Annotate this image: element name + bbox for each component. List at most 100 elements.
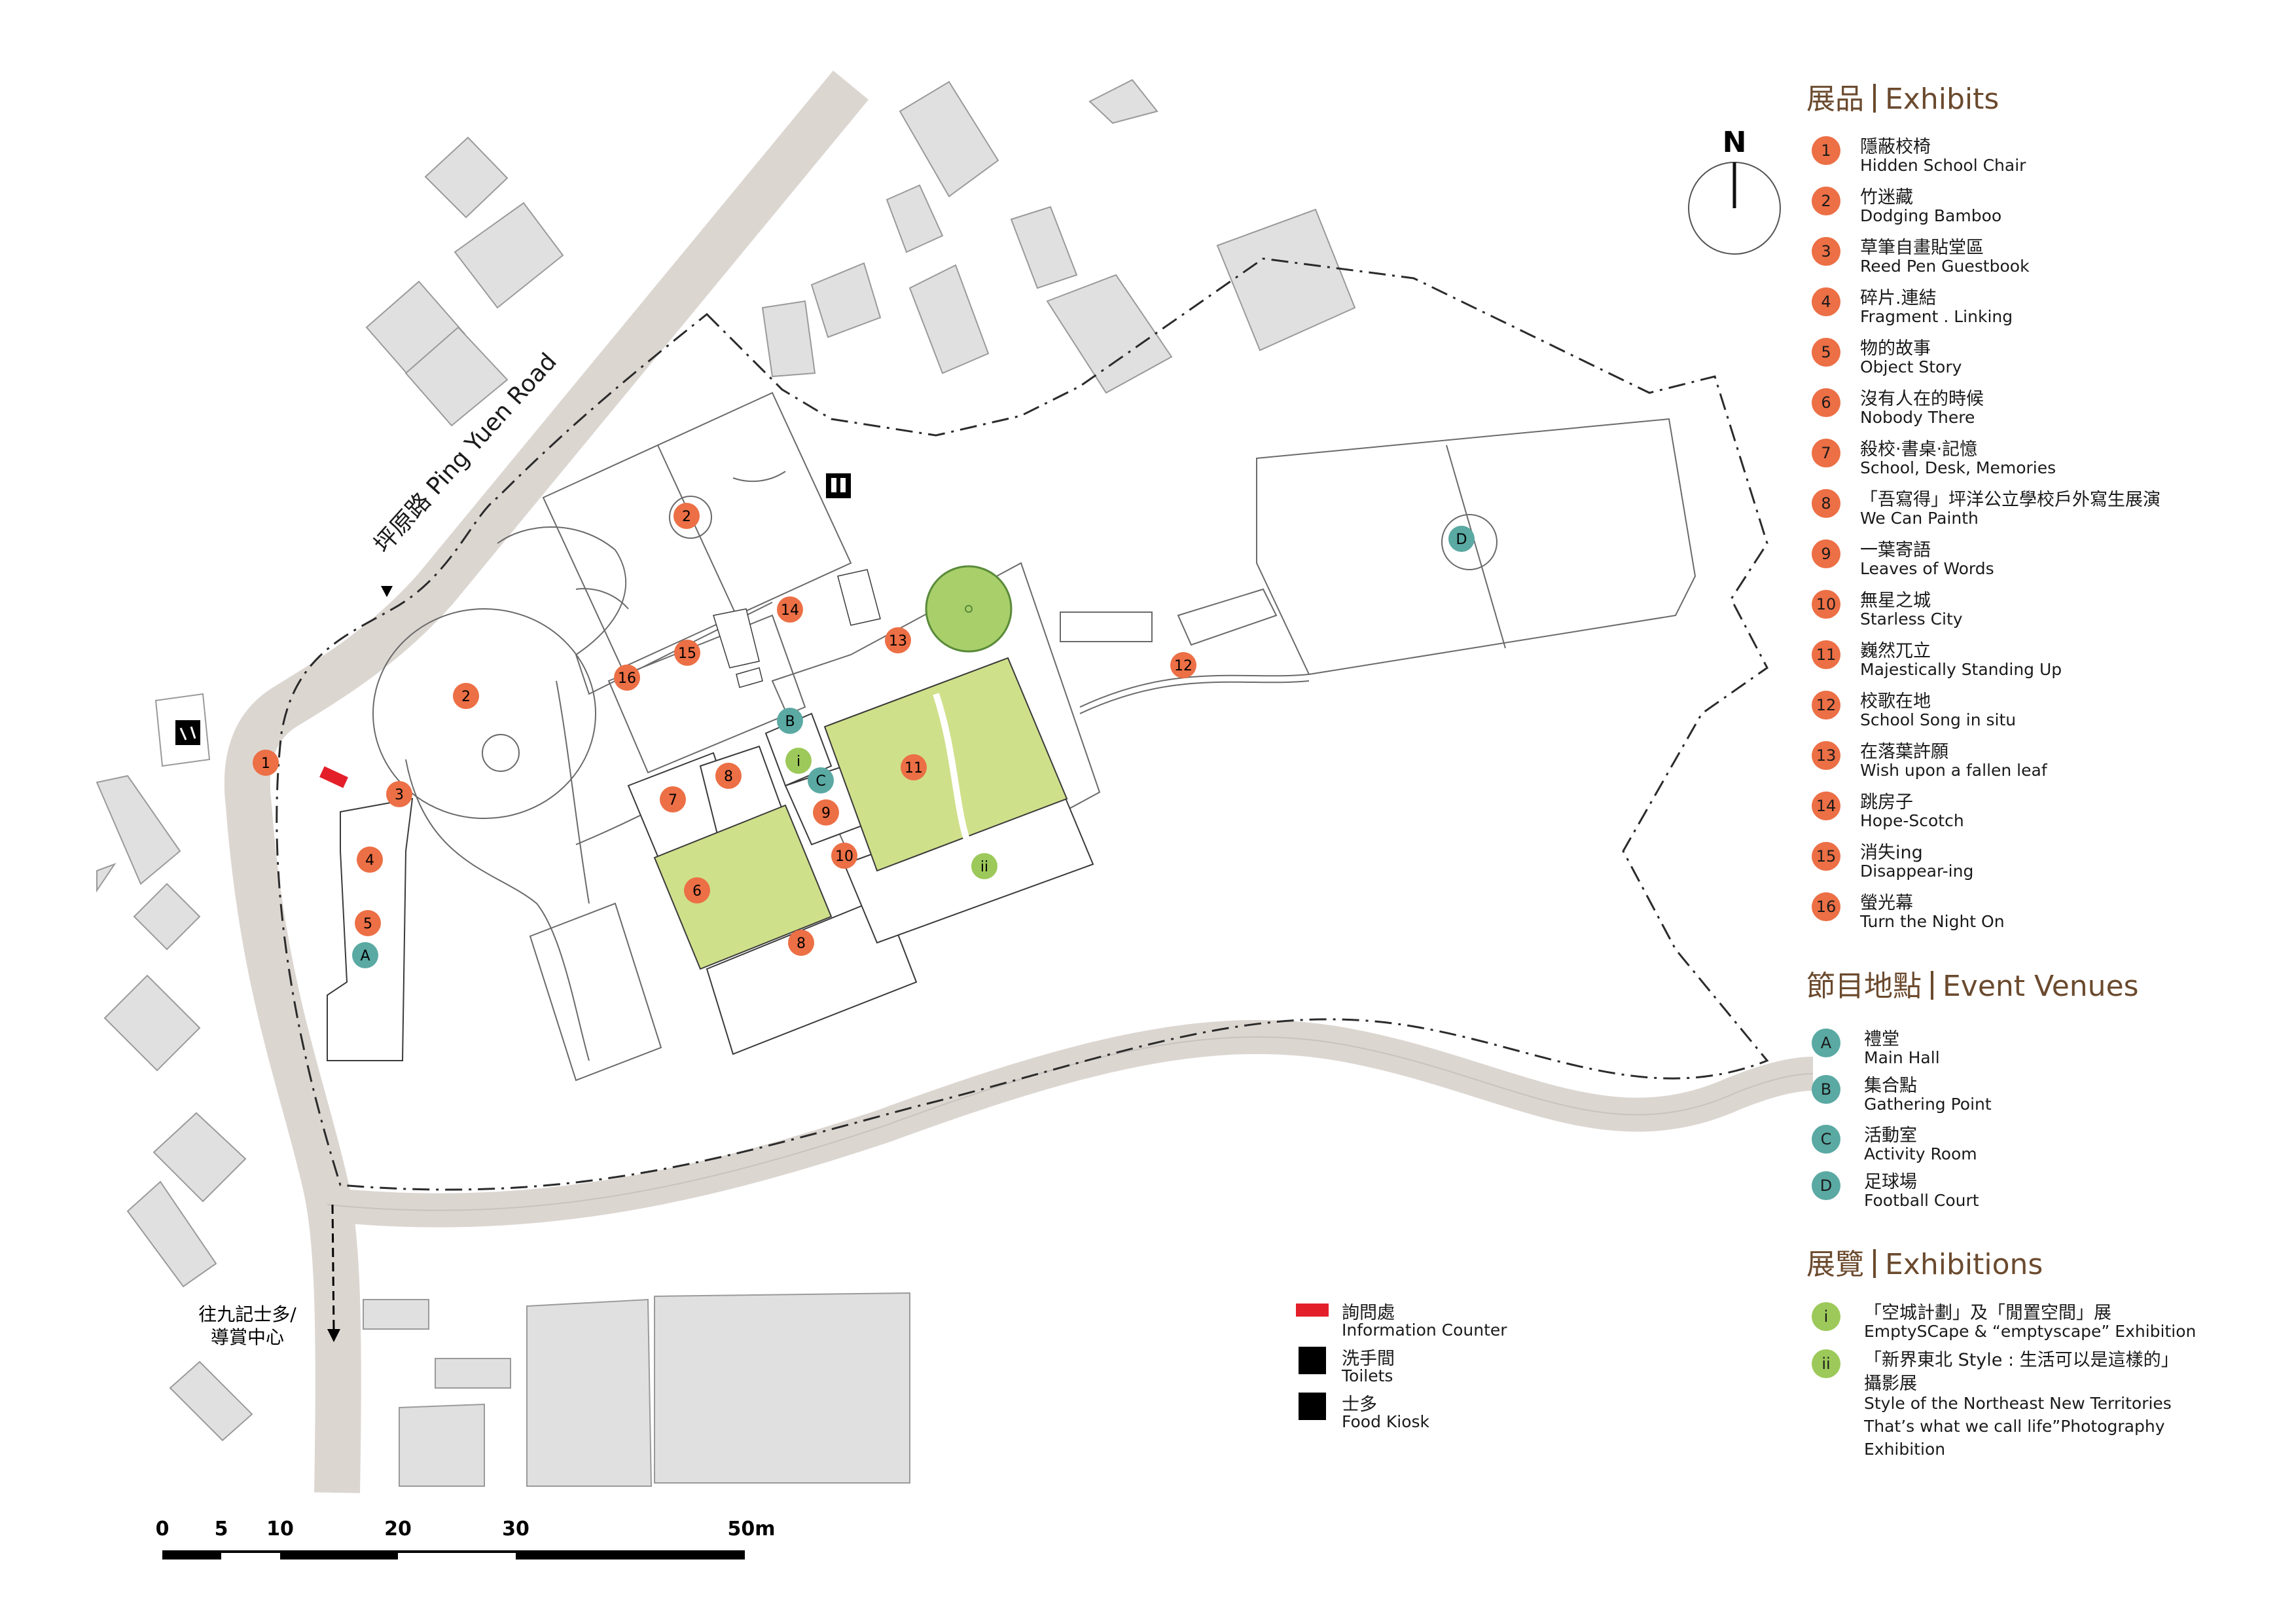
title-separator [1931, 971, 1933, 1000]
exhibit-name-zh: 消失ing [1860, 843, 1923, 863]
legend-toilets: 洗手間 Toilets [1296, 1345, 1532, 1385]
exhibit-name-en: Leaves of Words [1860, 559, 1994, 578]
marker-4: 4 [357, 847, 383, 873]
marker-2: 2 [673, 503, 700, 529]
exhibition-line: Exhibition [1864, 1440, 1946, 1459]
exhibit-name-zh: 殺校‧書桌‧記憶 [1860, 439, 1978, 460]
marker-7: 7 [660, 786, 686, 812]
svg-text:D: D [1456, 532, 1467, 548]
green-fields [653, 657, 1068, 970]
exhibit-name-zh: 碎片.連結 [1860, 288, 1937, 308]
exhibit-name-en: Fragment . Linking [1860, 307, 2013, 326]
exhibit-name-zh: 無星之城 [1860, 591, 1931, 611]
exhibit-number: 8 [1812, 489, 1840, 518]
venues-title-zh: 節目地點 [1806, 970, 1922, 1003]
exhibit-name-en: Reed Pen Guestbook [1860, 257, 2030, 276]
exhibit-number: 7 [1812, 439, 1840, 467]
exhibit-name-en: Majestically Standing Up [1860, 660, 2062, 679]
svg-text:14: 14 [781, 602, 799, 619]
svg-text:9: 9 [821, 805, 831, 822]
direction-arrow [381, 586, 393, 597]
direction-label-line1: 往九記士多/ [198, 1304, 296, 1325]
venue-letter: C [1812, 1125, 1840, 1154]
exhibits-title-zh: 展品 [1806, 82, 1864, 116]
info-counter-marker [319, 766, 348, 788]
exhibit-name-zh: 跳房子 [1860, 792, 1913, 812]
marker-12: 12 [1170, 652, 1196, 678]
svg-text:A: A [360, 948, 370, 964]
svg-text:4: 4 [365, 852, 374, 869]
venue-letter: B [1812, 1075, 1840, 1104]
svg-text:ii: ii [980, 859, 988, 875]
venue-C: C [808, 767, 834, 793]
venue-name-en: Gathering Point [1864, 1095, 1992, 1114]
exhibit-name-en: We Can Painth [1860, 509, 1979, 528]
site-boundary [276, 257, 1769, 1191]
svg-text:7: 7 [668, 792, 677, 809]
exhibit-number: 9 [1812, 539, 1840, 568]
marker-2: 2 [453, 683, 479, 709]
marker-1: 1 [253, 750, 279, 776]
exhibit-name-zh: 一葉寄語 [1860, 540, 1931, 560]
school-grounds [372, 392, 1696, 1082]
svg-text:16: 16 [618, 670, 636, 687]
legend-info-counter: 詢問處 Information Counter [1296, 1300, 1532, 1340]
legend-food-kiosk: 士多 Food Kiosk [1296, 1391, 1532, 1431]
info-counter-icon [1296, 1304, 1329, 1317]
exhibition-line: That’s what we call life”Photography [1864, 1417, 2165, 1436]
venue-name-en: Activity Room [1864, 1144, 1977, 1163]
svg-text:0: 0 [156, 1518, 170, 1541]
svg-text:C: C [816, 773, 825, 790]
exhibition-number: i [1812, 1302, 1840, 1331]
exhibit-name-zh: 「吾寫得」坪洋公立學校戶外寫生展演 [1860, 490, 2161, 510]
svg-text:B: B [785, 714, 795, 730]
exhibit-name-zh: 在落葉許願 [1860, 742, 1948, 762]
stairs [713, 569, 881, 688]
exhibit-number: 10 [1812, 590, 1840, 619]
svg-text:10: 10 [266, 1518, 294, 1541]
legend-en: Toilets [1342, 1366, 1393, 1385]
toilet-icon [826, 473, 851, 498]
exhibit-name-en: Wish upon a fallen leaf [1860, 761, 2047, 780]
legend-en: Food Kiosk [1342, 1412, 1430, 1431]
food-kiosk-icon [175, 720, 200, 745]
marker-8: 8 [788, 930, 814, 956]
exhibit-name-en: Dodging Bamboo [1860, 206, 2002, 225]
svg-text:15: 15 [678, 646, 696, 662]
svg-text:5: 5 [363, 916, 372, 932]
exhibit-number: 13 [1812, 741, 1840, 770]
south-road [325, 1019, 1814, 1228]
svg-text:11: 11 [905, 760, 923, 776]
svg-text:6: 6 [692, 883, 702, 900]
exhibit-number: 12 [1812, 691, 1840, 720]
exhibit-name-zh: 沒有人在的時候 [1860, 389, 1984, 409]
exhibit-number: 3 [1812, 237, 1840, 266]
legend-zh: 士多 [1342, 1395, 1377, 1415]
map-markers: 1 2 2 3 4 5 6 7 8 8 9 10 11 12 13 14 15 … [253, 503, 1475, 968]
svg-text:2: 2 [461, 689, 471, 705]
venue-letter: A [1812, 1029, 1840, 1057]
venue-letter: D [1812, 1171, 1840, 1200]
marker-6: 6 [684, 877, 710, 903]
exhibit-number: 4 [1812, 287, 1840, 316]
venue-name-zh: 禮堂 [1864, 1029, 1899, 1049]
marker-11: 11 [901, 754, 927, 780]
venue-D: D [1448, 526, 1475, 552]
toilet-icon [1299, 1347, 1326, 1374]
exhibit-number: 5 [1812, 338, 1840, 367]
exhibit-name-zh: 隱蔽校椅 [1860, 137, 1931, 157]
exhibit-name-zh: 校歌在地 [1860, 691, 1931, 712]
exhibit-number: 2 [1812, 187, 1840, 215]
exhibit-number: 6 [1812, 388, 1840, 417]
exhibitions-title-zh: 展覽 [1806, 1248, 1864, 1281]
legend-zh: 詢問處 [1342, 1303, 1395, 1323]
exhibit-name-en: School, Desk, Memories [1860, 458, 2056, 477]
marker-14: 14 [777, 596, 803, 623]
venue-name-zh: 足球場 [1864, 1172, 1917, 1192]
marker-9: 9 [813, 799, 839, 826]
